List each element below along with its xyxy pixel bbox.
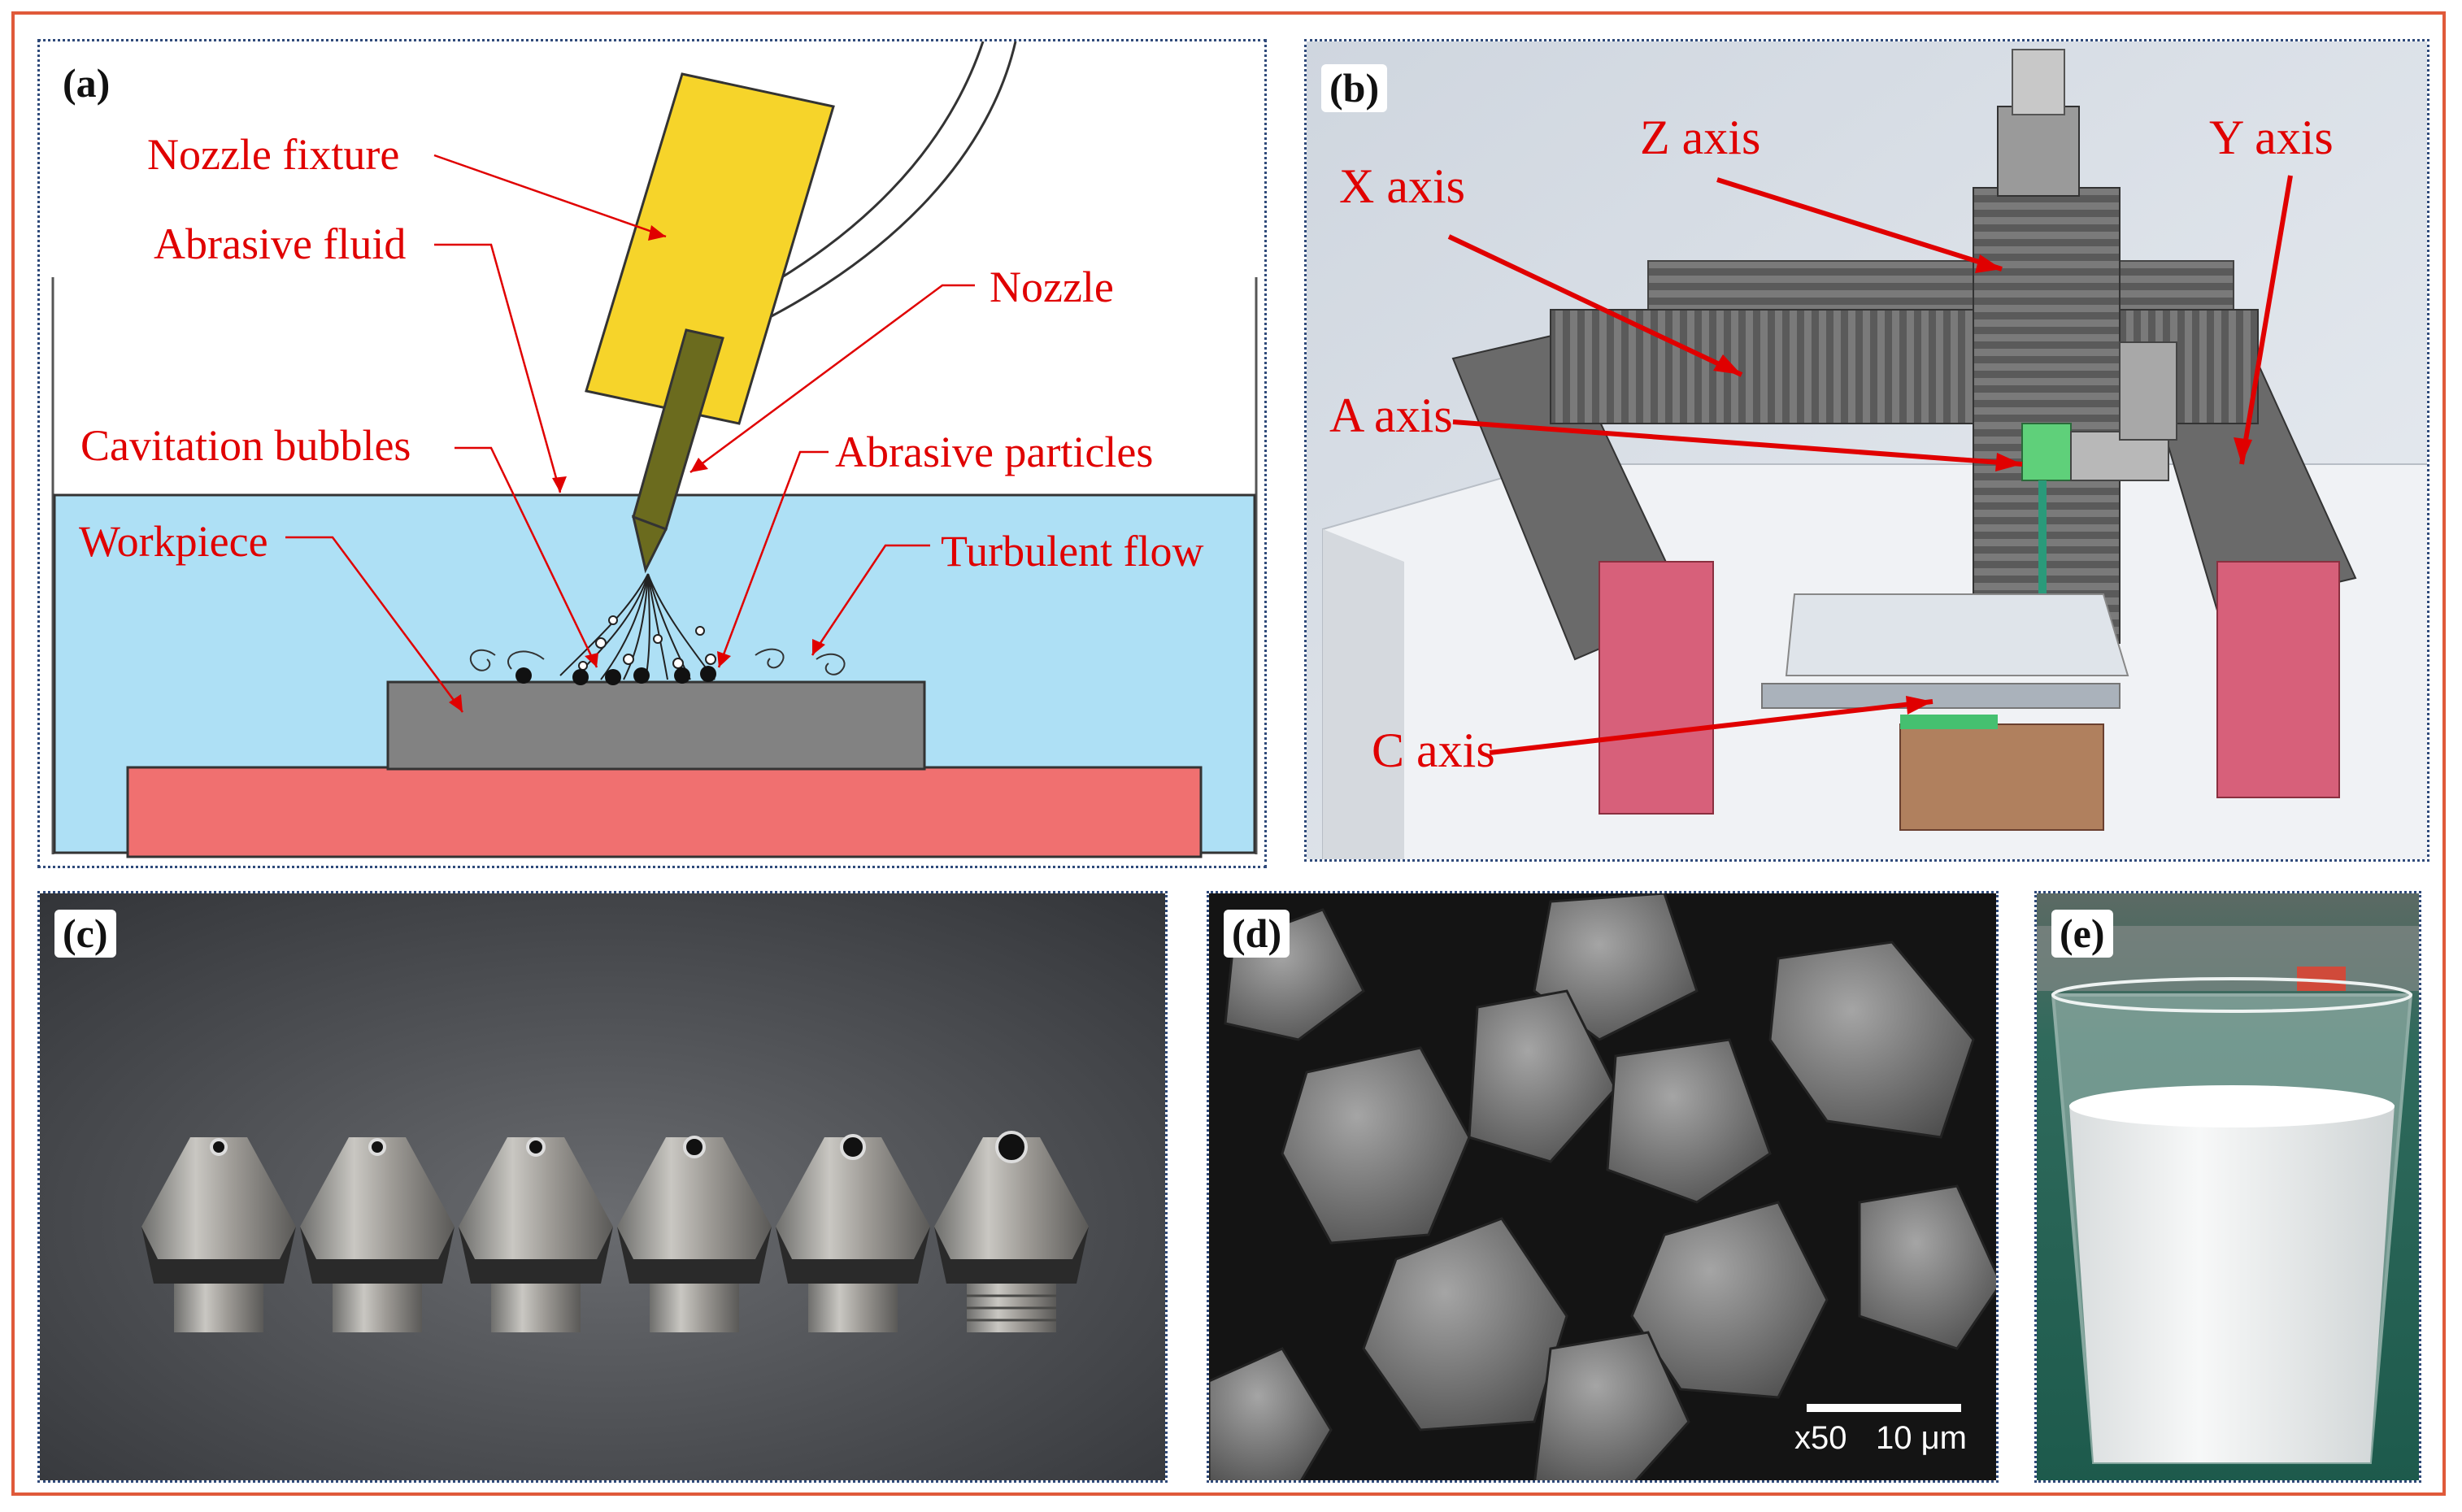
panel-b-arrows	[1447, 175, 2293, 755]
label-workpiece: Workpiece	[79, 517, 268, 566]
panel-a-leaders	[285, 154, 975, 713]
base-plate	[126, 766, 1203, 858]
panel-a-label: (a)	[54, 59, 119, 107]
scale-magnification: x50	[1794, 1420, 1847, 1456]
nozzle-row	[141, 1131, 1089, 1332]
work-tray	[1785, 593, 2129, 676]
nozzle-2	[300, 1137, 455, 1332]
nozzle-fixture-shape	[585, 72, 835, 425]
label-z-axis: Z axis	[1640, 111, 1761, 164]
label-turbulent-flow: Turbulent flow	[941, 527, 1204, 576]
panel-e-drawing	[2037, 893, 2419, 1480]
panel-b-label: (b)	[1321, 64, 1388, 112]
panel-a-schematic: (a) Nozzle fixture Abrasive fluid Nozzle…	[37, 39, 1267, 868]
scale-length: 10 μm	[1876, 1420, 1967, 1456]
label-cavitation-bubbles: Cavitation bubbles	[80, 421, 411, 470]
pillar-right	[2216, 561, 2340, 798]
panel-c-label: (c)	[54, 910, 116, 958]
pillar-left	[1599, 561, 1714, 815]
panel-c-drawing	[40, 893, 1165, 1480]
panel-d-sem-image: (d) x50 10 μm	[1207, 891, 1999, 1483]
label-x-axis: X axis	[1339, 159, 1465, 213]
nozzle-5	[776, 1134, 930, 1332]
workpiece-block	[386, 680, 926, 771]
nozzle-6	[934, 1131, 1089, 1332]
cup-fluid	[2069, 1105, 2395, 1462]
panel-a-drawing	[51, 41, 1258, 858]
label-nozzle: Nozzle	[990, 263, 1114, 311]
panel-c-nozzles-photo: (c)	[37, 891, 1168, 1483]
figure-frame	[11, 11, 2446, 1496]
label-abrasive-fluid: Abrasive fluid	[154, 219, 407, 268]
label-y-axis: Y axis	[2209, 111, 2334, 164]
abrasive-grains	[1209, 893, 1996, 1480]
nozzle-3	[459, 1137, 613, 1332]
panel-e-fluid-photo: (e)	[2034, 891, 2421, 1483]
c-axis-rotary	[1899, 723, 2104, 831]
label-nozzle-fixture: Nozzle fixture	[147, 130, 400, 179]
nozzle-4	[617, 1136, 772, 1332]
panel-d-drawing	[1209, 893, 1996, 1480]
turbulence-swirls	[469, 648, 846, 676]
label-abrasive-particles: Abrasive particles	[835, 428, 1154, 476]
label-a-axis: A axis	[1329, 389, 1453, 442]
scale-bar	[1807, 1404, 1961, 1412]
nozzle-1	[141, 1137, 296, 1332]
panel-b-machine-render: (b) X axis Z axis Y axis A axis C axis	[1304, 39, 2429, 862]
label-c-axis: C axis	[1372, 723, 1495, 777]
abrasive-particles-group	[515, 666, 716, 685]
panel-e-label: (e)	[2051, 910, 2113, 958]
panel-d-label: (d)	[1224, 910, 1290, 958]
panel-b-drawing	[1307, 41, 2427, 859]
cavitation-bubbles-group	[578, 615, 716, 671]
